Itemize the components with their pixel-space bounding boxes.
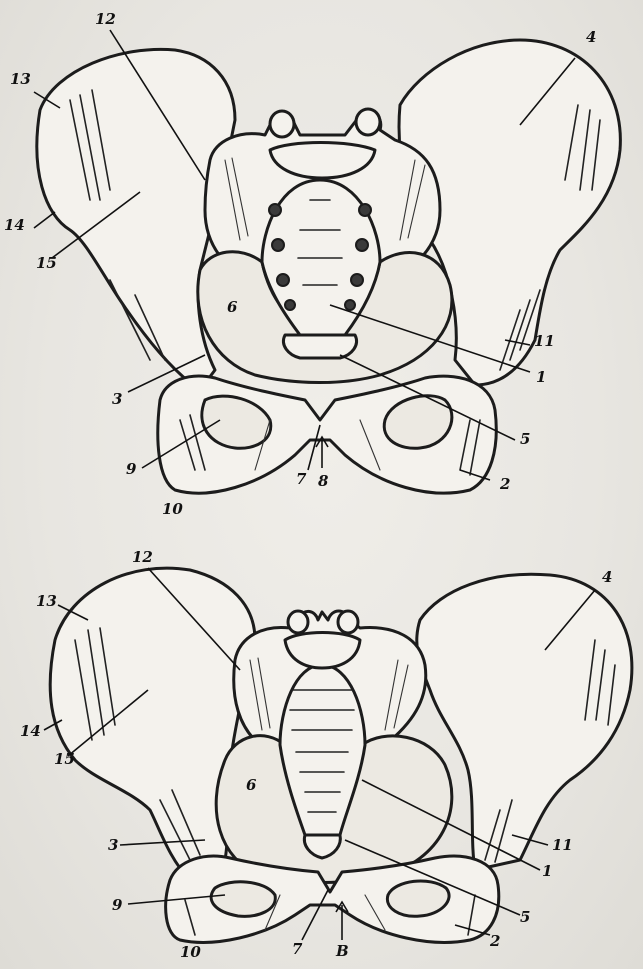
top-label-13: 13 [10, 72, 31, 87]
bottom-label-13: 13 [36, 594, 57, 609]
bottom-left-facet [288, 611, 308, 633]
bottom-pelvis-drawing [50, 568, 632, 942]
top-label-10: 10 [162, 502, 183, 517]
top-pelvis-drawing [37, 40, 621, 493]
bottom-right-facet [338, 611, 358, 633]
bottom-label-7: 7 [292, 942, 302, 957]
top-label-9: 9 [126, 462, 136, 477]
top-label-14: 14 [4, 218, 25, 233]
top-label-1: 1 [536, 370, 546, 385]
bottom-left-obturator [211, 882, 275, 916]
bottom-label-2: 2 [490, 934, 500, 949]
bottom-label-9: 9 [112, 898, 122, 913]
bottom-label-b: B [336, 944, 349, 959]
bottom-label-5: 5 [520, 910, 530, 925]
bottom-label-4: 4 [602, 570, 612, 585]
top-arrow-8 [316, 437, 328, 468]
top-label-7: 7 [296, 472, 306, 487]
top-label-5: 5 [520, 432, 530, 447]
top-label-3: 3 [112, 392, 122, 407]
bottom-label-14: 14 [20, 724, 41, 739]
top-label-2: 2 [500, 477, 510, 492]
top-label-15: 15 [36, 256, 57, 271]
top-label-11: 11 [534, 334, 555, 349]
bottom-label-12: 12 [132, 550, 153, 565]
bottom-label-3: 3 [108, 838, 118, 853]
top-coccyx [283, 335, 356, 358]
top-label-8: 8 [318, 474, 328, 489]
top-right-facet [356, 109, 380, 135]
top-left-facet [270, 111, 294, 137]
bottom-label-15: 15 [54, 752, 75, 767]
bottom-label-6: 6 [246, 778, 256, 793]
bottom-arrow-b [336, 902, 348, 940]
bottom-label-10: 10 [180, 945, 201, 960]
bottom-label-1: 1 [542, 864, 552, 879]
bottom-right-obturator [387, 881, 449, 916]
top-label-4: 4 [586, 30, 596, 45]
top-label-12: 12 [95, 12, 116, 27]
bottom-right-ilium [417, 574, 632, 870]
bottom-label-11: 11 [552, 838, 573, 853]
top-label-6: 6 [227, 300, 237, 315]
